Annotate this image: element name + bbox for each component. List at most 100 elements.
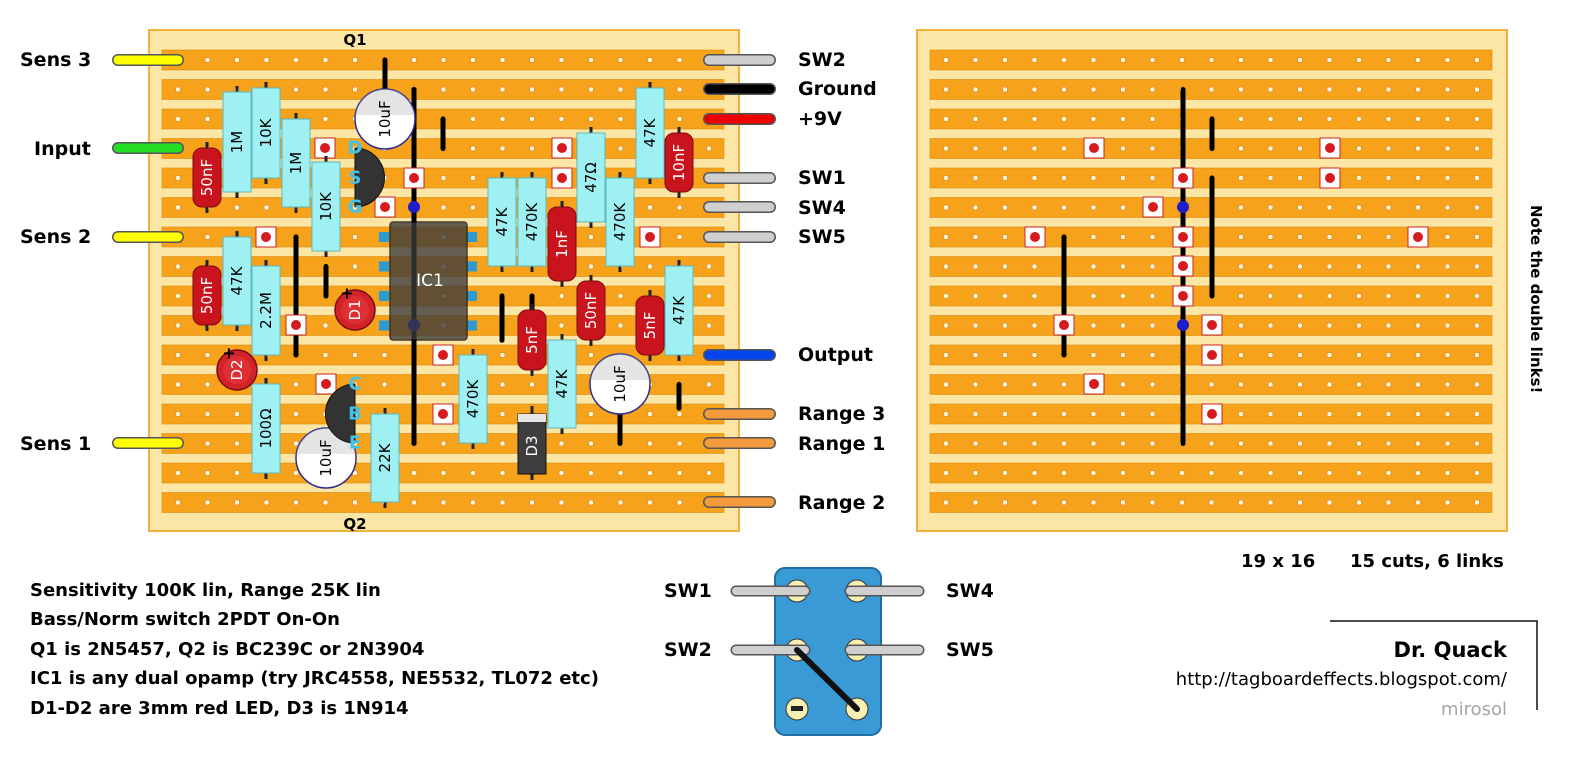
switch-label-sw2: SW2 bbox=[664, 639, 712, 661]
strip-hole bbox=[529, 381, 535, 388]
strip-hole bbox=[1238, 411, 1244, 417]
strip-hole bbox=[1474, 352, 1480, 358]
strip-cut-mark bbox=[557, 143, 567, 153]
strip-hole bbox=[1415, 175, 1421, 181]
strip-hole bbox=[322, 116, 329, 122]
strip-hole bbox=[1120, 352, 1126, 358]
strip-hole bbox=[1120, 57, 1126, 63]
strip-hole bbox=[1326, 352, 1333, 358]
strip-hole bbox=[1356, 86, 1362, 93]
strip-hole bbox=[1002, 499, 1008, 506]
resistor-r_47k_a: 47K bbox=[222, 231, 252, 331]
strip-hole bbox=[1444, 293, 1451, 299]
component-cuts bbox=[255, 137, 661, 425]
strip-hole bbox=[352, 263, 358, 270]
strip-hole bbox=[1061, 86, 1067, 93]
strip-hole bbox=[1267, 381, 1274, 388]
strip-hole bbox=[1090, 322, 1097, 329]
switch-jumper bbox=[794, 647, 860, 712]
strip-hole bbox=[1356, 204, 1362, 211]
q2: CBE bbox=[325, 374, 362, 454]
strip-hole bbox=[293, 440, 299, 447]
strip-hole bbox=[499, 499, 506, 506]
strip-hole bbox=[529, 145, 535, 152]
strip-hole bbox=[293, 381, 299, 388]
resistor-body bbox=[458, 354, 488, 444]
strip-hole bbox=[1444, 322, 1451, 329]
resistor-value: 47K bbox=[228, 265, 246, 295]
strip-cut-mark bbox=[557, 173, 567, 183]
strip-hole bbox=[1444, 263, 1451, 270]
diode-label: D3 bbox=[523, 435, 541, 456]
q2-pin-c: C bbox=[348, 374, 361, 395]
strip-hole bbox=[175, 411, 181, 417]
capacitor-body bbox=[517, 309, 547, 371]
strip-hole bbox=[1385, 263, 1392, 270]
strip-hole bbox=[440, 57, 447, 63]
strip-hole bbox=[1356, 440, 1362, 447]
strip-hole bbox=[1149, 411, 1156, 417]
resistor-value: 47Ω bbox=[582, 162, 600, 193]
strip-hole bbox=[558, 57, 565, 63]
strip-hole bbox=[1238, 234, 1244, 240]
label-sw4: SW4 bbox=[798, 197, 846, 219]
strip-hole bbox=[499, 381, 506, 388]
strip-hole bbox=[1238, 57, 1244, 63]
q2-pin-e: E bbox=[349, 433, 361, 454]
ic1-pin bbox=[467, 291, 477, 301]
strip-cut-mark bbox=[1089, 143, 1099, 153]
strip-hole bbox=[1415, 411, 1421, 417]
strip-hole bbox=[558, 470, 565, 476]
credit-url[interactable]: http://tagboardeffects.blogspot.com/ bbox=[1175, 669, 1507, 690]
strip-hole bbox=[352, 86, 358, 93]
strip-hole bbox=[1297, 263, 1303, 270]
strip-hole bbox=[1444, 175, 1451, 181]
resistor-value: 47K bbox=[641, 117, 659, 147]
strip-hole bbox=[175, 499, 181, 506]
strip-hole bbox=[1238, 381, 1244, 388]
strip-hole bbox=[499, 352, 506, 358]
strip-hole bbox=[1385, 470, 1392, 476]
strip-hole bbox=[1267, 57, 1274, 63]
strip-hole bbox=[175, 293, 181, 299]
strip-hole bbox=[175, 352, 181, 358]
label-sw5: SW5 bbox=[798, 226, 846, 248]
strip-hole bbox=[1356, 116, 1362, 122]
strip-hole bbox=[617, 145, 624, 152]
strip-hole bbox=[263, 204, 270, 211]
strip-hole bbox=[1031, 352, 1038, 358]
strip-hole bbox=[1267, 411, 1274, 417]
strip-hole bbox=[588, 57, 594, 63]
strip-hole bbox=[1031, 263, 1038, 270]
strip-hole bbox=[204, 381, 211, 388]
strip-hole bbox=[1090, 57, 1097, 63]
resistor-r_1m_a: 1M bbox=[222, 86, 252, 198]
strip-hole bbox=[676, 440, 683, 447]
electrolytic-value: 10uF bbox=[611, 365, 629, 402]
strip-hole bbox=[1061, 499, 1067, 506]
strip-hole bbox=[1297, 234, 1303, 240]
strip-hole bbox=[972, 57, 979, 63]
strip-hole bbox=[972, 322, 979, 329]
strip-hole bbox=[1326, 322, 1333, 329]
strip-hole bbox=[558, 499, 565, 506]
strip-hole bbox=[1326, 234, 1333, 240]
strip-hole bbox=[1415, 470, 1421, 476]
strip-hole bbox=[322, 322, 329, 329]
strip-hole bbox=[1385, 234, 1392, 240]
strip-hole bbox=[1267, 234, 1274, 240]
label-range3: Range 3 bbox=[798, 403, 886, 425]
strip-hole bbox=[1385, 293, 1392, 299]
strip-hole bbox=[1031, 470, 1038, 476]
strip-hole bbox=[440, 86, 447, 93]
strip-hole bbox=[1415, 204, 1421, 211]
strip-hole bbox=[1149, 116, 1156, 122]
strip-hole bbox=[352, 234, 358, 240]
strip-hole bbox=[676, 57, 683, 63]
strip-hole bbox=[1356, 381, 1362, 388]
strip-hole bbox=[1090, 204, 1097, 211]
strip-hole bbox=[1208, 381, 1215, 388]
electrolytic-e_10uf_a: 10uF bbox=[354, 88, 416, 150]
strip-hole bbox=[175, 470, 181, 476]
strip-hole bbox=[972, 86, 979, 93]
